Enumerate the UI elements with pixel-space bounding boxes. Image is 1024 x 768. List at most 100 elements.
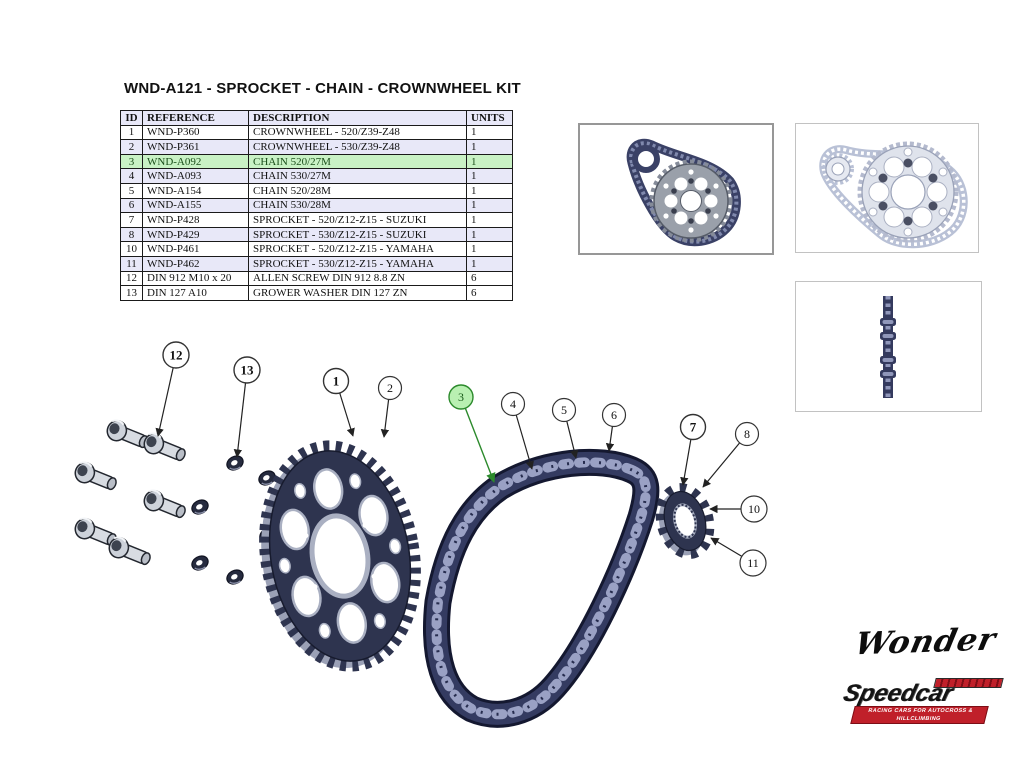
svg-text:6: 6	[611, 408, 617, 422]
mini-front-sprocket	[632, 145, 660, 173]
wonder-logo: Wonder	[851, 621, 1000, 663]
callout-1: 1	[322, 367, 355, 437]
cell-id: 12	[120, 270, 143, 287]
cell-units: 1	[466, 241, 513, 257]
cell-description: SPROCKET - 530/Z12-Z15 - YAMAHA	[248, 255, 467, 272]
table-row: 6 WND-A155 CHAIN 530/28M 1	[120, 197, 513, 214]
cell-reference: WND-A154	[142, 182, 249, 199]
svg-text:2: 2	[387, 381, 393, 395]
callout-13: 13	[233, 356, 261, 458]
svg-text:10: 10	[748, 502, 760, 516]
cell-reference: WND-P360	[142, 124, 249, 141]
grower-washer	[223, 566, 247, 588]
cell-description: SPROCKET - 530/Z12-Z15 - SUZUKI	[248, 226, 467, 243]
grower-washer	[223, 452, 247, 474]
callout-12: 12	[155, 341, 190, 437]
table-row: 1 WND-P360 CROWNWHEEL - 520/Z39-Z48 1	[120, 124, 513, 141]
cell-description: CHAIN 520/28M	[248, 182, 467, 199]
cell-units: 1	[466, 168, 513, 184]
header-reference: REFERENCE	[142, 110, 249, 126]
allen-screw	[71, 458, 121, 496]
mini-front-sprocket-light	[822, 153, 854, 185]
svg-text:7: 7	[690, 420, 697, 435]
cell-reference: WND-P361	[142, 139, 249, 155]
cell-reference: WND-P428	[142, 212, 249, 228]
table-row: 11 WND-P462 SPROCKET - 530/Z12-Z15 - YAM…	[120, 255, 513, 272]
header-description: DESCRIPTION	[248, 110, 467, 126]
allen-screws-group	[71, 416, 190, 571]
table-header-row: ID REFERENCE DESCRIPTION UNITS	[120, 110, 513, 126]
cell-description: CHAIN 530/27M	[248, 168, 467, 184]
cell-description: CROWNWHEEL - 530/Z39-Z48	[248, 139, 467, 155]
callout-8: 8	[702, 421, 760, 488]
thumbnail-chain-side	[795, 281, 982, 412]
thumbnail-assembly-front	[795, 123, 979, 253]
cell-description: CROWNWHEEL - 520/Z39-Z48	[248, 124, 467, 141]
svg-text:12: 12	[170, 348, 183, 363]
svg-text:4: 4	[510, 397, 516, 411]
table-row: 10 WND-P461 SPROCKET - 520/Z12-Z15 - YAM…	[120, 241, 513, 257]
cell-description: SPROCKET - 520/Z12-Z15 - YAMAHA	[248, 241, 467, 257]
table-row: 8 WND-P429 SPROCKET - 530/Z12-Z15 - SUZU…	[120, 226, 513, 243]
cell-reference: WND-A155	[142, 197, 249, 214]
table-row: 13 DIN 127 A10 GROWER WASHER DIN 127 ZN …	[120, 285, 513, 301]
cell-units: 1	[466, 255, 513, 272]
cell-id: 6	[120, 197, 143, 214]
cell-description: GROWER WASHER DIN 127 ZN	[248, 285, 467, 301]
svg-text:11: 11	[747, 556, 759, 570]
table-row: 5 WND-A154 CHAIN 520/28M 1	[120, 182, 513, 199]
cell-units: 1	[466, 139, 513, 155]
callout-5: 5	[551, 397, 579, 459]
cell-id: 3	[120, 153, 143, 170]
speedcar-tagline: RACING CARS FOR AUTOCROSS & HILLCLIMBING	[850, 706, 989, 724]
chain-crownwheel-front-view	[819, 141, 968, 249]
table-row: 7 WND-P428 SPROCKET - 520/Z12-Z15 - SUZU…	[120, 212, 513, 228]
cell-id: 2	[120, 139, 143, 155]
cell-units: 6	[466, 270, 513, 287]
svg-text:8: 8	[744, 427, 750, 441]
callout-11: 11	[710, 537, 767, 577]
grower-washer	[256, 524, 280, 546]
cell-units: 1	[466, 153, 513, 170]
cell-reference: WND-P461	[142, 241, 249, 257]
parts-table: ID REFERENCE DESCRIPTION UNITS 1 WND-P36…	[120, 110, 513, 301]
cell-reference: DIN 127 A10	[142, 285, 249, 301]
cell-reference: WND-P462	[142, 255, 249, 272]
allen-screw	[105, 533, 155, 571]
cell-id: 4	[120, 168, 143, 184]
cell-description: SPROCKET - 520/Z12-Z15 - SUZUKI	[248, 212, 467, 228]
cell-reference: WND-P429	[142, 226, 249, 243]
chain-crownwheel-perspective-view	[626, 138, 741, 247]
cell-reference: WND-A093	[142, 168, 249, 184]
speedcar-red-stripe	[933, 678, 1004, 688]
cell-description: CHAIN 530/28M	[248, 197, 467, 214]
cell-units: 1	[466, 197, 513, 214]
table-row: 2 WND-P361 CROWNWHEEL - 530/Z39-Z48 1	[120, 139, 513, 155]
callout-3-highlighted: 3	[448, 384, 496, 483]
allen-screw	[71, 514, 121, 552]
table-row: 4 WND-A093 CHAIN 530/27M 1	[120, 168, 513, 184]
callout-2: 2	[377, 375, 403, 438]
cell-units: 1	[466, 212, 513, 228]
cell-reference: WND-A092	[142, 153, 249, 170]
mini-chain-segment	[880, 296, 896, 398]
page-title: WND-A121 - SPROCKET - CHAIN - CROWNWHEEL…	[124, 80, 521, 97]
cell-reference: DIN 912 M10 x 20	[142, 270, 249, 287]
crownwheel	[259, 440, 421, 672]
grower-washer	[188, 552, 212, 574]
allen-screw	[103, 416, 153, 454]
grower-washers-group	[188, 452, 280, 588]
cell-description: CHAIN 520/27M	[248, 153, 467, 170]
speedcar-logo: Speedcar RACING CARS FOR AUTOCROSS & HIL…	[836, 678, 1005, 724]
cell-units: 1	[466, 226, 513, 243]
callouts-group: 12 13 1 2 3	[155, 341, 768, 577]
cell-units: 1	[466, 124, 513, 141]
mini-crownwheel-light	[857, 141, 959, 243]
svg-text:5: 5	[561, 403, 567, 417]
drive-chain	[422, 448, 660, 728]
mini-crownwheel	[649, 159, 733, 243]
chain-side-view	[880, 296, 896, 398]
thumbnail-assembly-perspective	[578, 123, 774, 255]
cell-id: 13	[120, 285, 143, 301]
cell-id: 7	[120, 212, 143, 228]
